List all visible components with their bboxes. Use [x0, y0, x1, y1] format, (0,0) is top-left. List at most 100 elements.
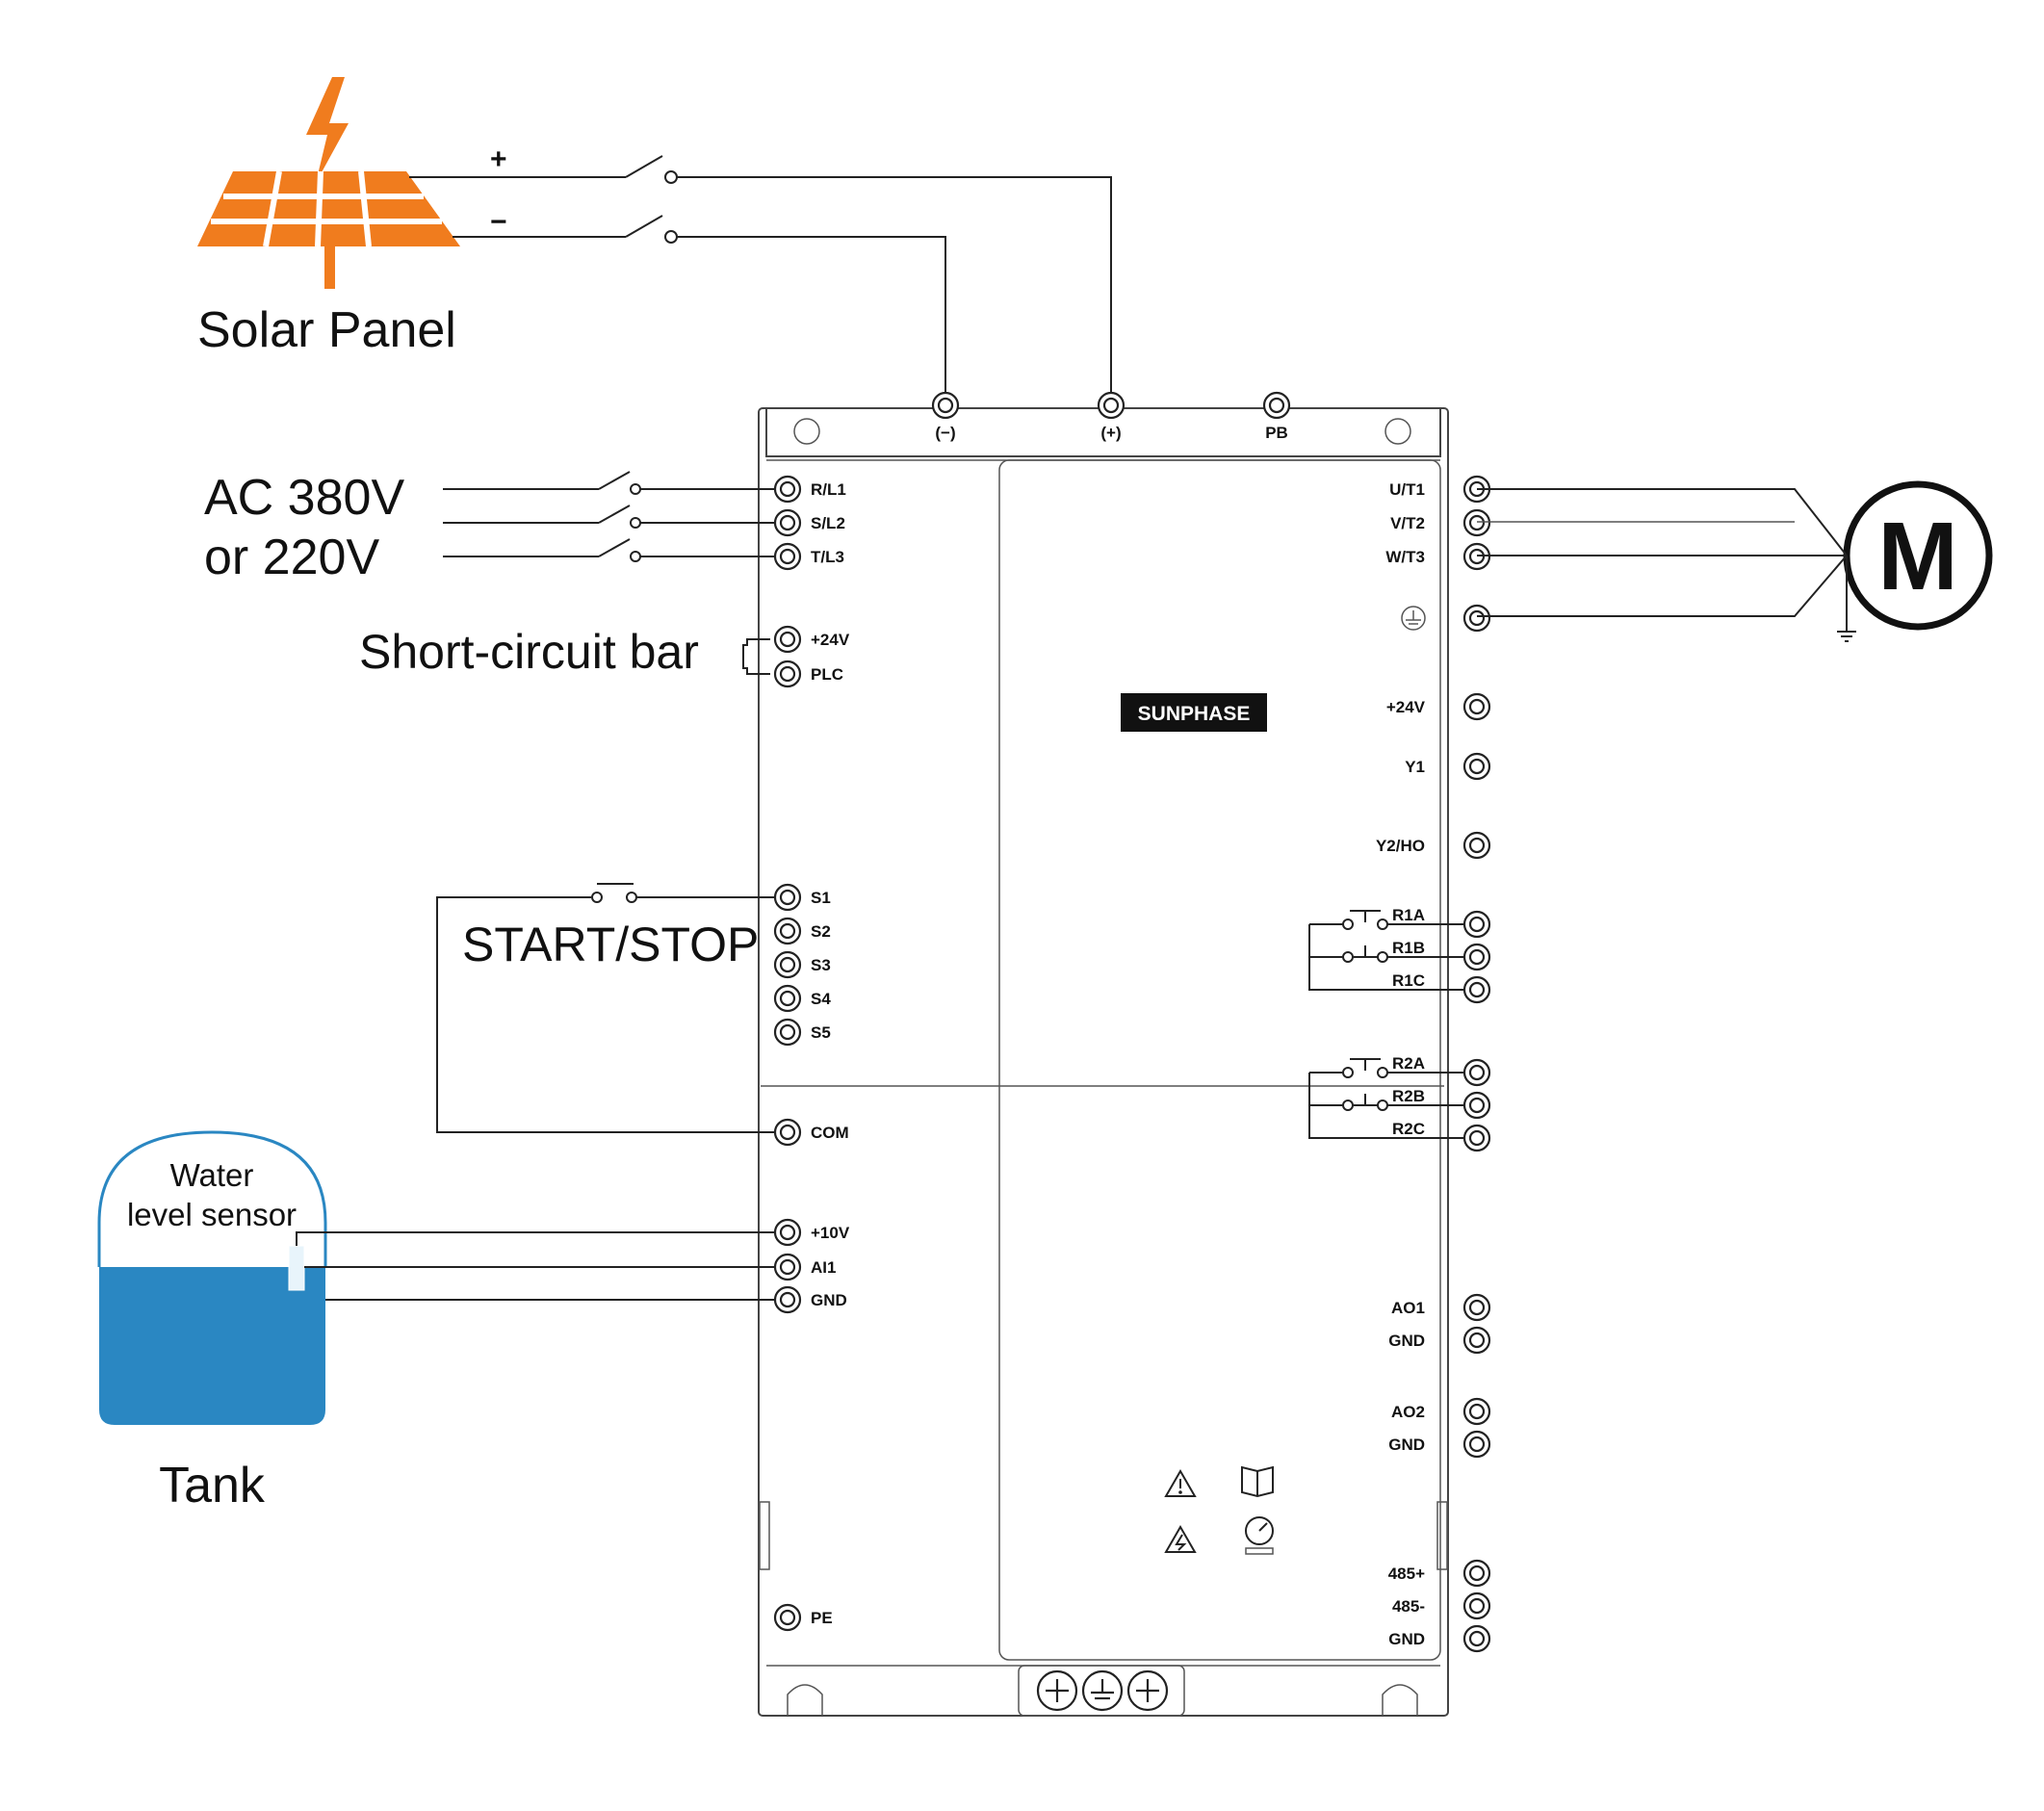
brand-badge: SUNPHASE: [1121, 693, 1267, 732]
ac-input: AC 380V or 220V: [204, 470, 776, 585]
terminal-s4-left: [773, 984, 802, 1013]
terminal-top-1: [1097, 391, 1125, 420]
relay-contacts: [1308, 910, 1464, 1139]
terminal-plc-left: [773, 660, 802, 688]
terminal-ai1-left: [773, 1253, 802, 1281]
terminal-label-rs485-1: 485-: [1392, 1597, 1425, 1616]
terminal-labels: (−)(+)PBR/L1S/L2T/L3+24VPLCS1S2S3S4S5+10…: [811, 424, 1426, 1648]
motor-label: M: [1877, 503, 1957, 610]
terminal-label-analog-1: AI1: [811, 1258, 836, 1277]
solar-panel: Solar Panel + −: [197, 77, 507, 358]
terminal-relay2-0: [1462, 1058, 1491, 1087]
terminal-r-l1-left: [773, 475, 802, 504]
terminal-s5-left: [773, 1018, 802, 1047]
terminal-label-relay2-0: R2A: [1392, 1054, 1425, 1073]
terminal-label-analog_out2-0: AO2: [1391, 1403, 1425, 1421]
terminal-label-top-0: (−): [935, 424, 955, 442]
terminal-outputs-2: [1462, 831, 1491, 860]
terminal-label-inputs-3: S4: [811, 990, 831, 1008]
terminal-relay1-2: [1462, 975, 1491, 1004]
terminal-label-supply-1: PLC: [811, 665, 843, 684]
terminal-relay2-2: [1462, 1124, 1491, 1152]
solar-plus-sign: +: [490, 143, 507, 175]
ac-voltage-line2: or 220V: [204, 530, 379, 585]
terminal-label-relay1-1: R1B: [1392, 939, 1425, 957]
terminal-label-motor-2: W/T3: [1385, 548, 1425, 566]
ac-line-switch-2: [443, 538, 776, 562]
terminal-label-motor-1: V/T2: [1390, 514, 1425, 532]
ground-icon: [1401, 606, 1426, 631]
terminal-t-l3-left: [773, 542, 802, 571]
terminal-24v-left: [773, 625, 802, 654]
terminal-analog_out1-1: [1462, 1326, 1491, 1355]
ac-line-switch-1: [443, 504, 776, 529]
brand-label: SUNPHASE: [1138, 703, 1251, 725]
terminal-label-inputs-2: S3: [811, 956, 831, 974]
terminal-rs485-1: [1462, 1591, 1491, 1620]
terminal-pe: [773, 1603, 802, 1632]
start-stop-wiring: START/STOP: [436, 883, 776, 1133]
discharge-timer-icon: [1245, 1516, 1274, 1555]
terminal-rs485-2: [1462, 1624, 1491, 1653]
terminal-analog_out2-0: [1462, 1397, 1491, 1426]
terminal-label-inputs-4: S5: [811, 1023, 831, 1042]
terminal-label-com: COM: [811, 1124, 849, 1142]
relay-1-contacts: [1308, 910, 1464, 991]
terminal-label-motor-0: U/T1: [1389, 480, 1425, 499]
terminal-label-relay2-1: R2B: [1392, 1087, 1425, 1105]
terminal-analog_out1-0: [1462, 1293, 1491, 1322]
terminal-relay1-0: [1462, 910, 1491, 939]
terminal-label-pe: PE: [811, 1609, 833, 1627]
terminal-relay1-1: [1462, 943, 1491, 971]
terminal-label-supply-0: +24V: [811, 631, 850, 649]
terminal-label-inputs-0: S1: [811, 889, 831, 907]
short-circuit-bar: Short-circuit bar: [359, 625, 770, 679]
start-stop-label: START/STOP: [462, 918, 759, 971]
terminal-label-power-2: T/L3: [811, 548, 844, 566]
terminal-top-0: [931, 391, 960, 420]
terminal-rs485-0: [1462, 1559, 1491, 1588]
terminal-label-inputs-1: S2: [811, 922, 831, 941]
terminal-label-analog_out1-1: GND: [1388, 1332, 1425, 1350]
terminal-label-outputs-0: +24V: [1386, 698, 1426, 716]
dc-input-wiring: [409, 155, 1112, 399]
tank-sensor-line2: level sensor: [127, 1197, 297, 1232]
terminal-s1-left: [773, 883, 802, 912]
water-tank: Water level sensor Tank: [97, 1130, 776, 1513]
terminal-label-top-2: PB: [1265, 424, 1288, 442]
solar-minus-sign: −: [490, 206, 507, 238]
terminal-rings: [773, 391, 1491, 1653]
solar-panel-label: Solar Panel: [197, 302, 456, 358]
terminal-label-analog_out2-1: GND: [1388, 1436, 1425, 1454]
terminal-label-analog_out1-0: AO1: [1391, 1299, 1425, 1317]
terminal-label-relay2-2: R2C: [1392, 1120, 1425, 1138]
terminal-gnd-left: [773, 1285, 802, 1314]
terminal-label-analog-2: GND: [811, 1291, 847, 1309]
short-circuit-bar-label: Short-circuit bar: [359, 625, 699, 679]
terminal-motor-1: [1462, 508, 1491, 537]
terminal-label-outputs-1: Y1: [1405, 758, 1425, 776]
motor: M: [1477, 480, 1993, 642]
screw-terminal-icon: [1036, 1669, 1078, 1712]
terminal-ground-right: [1462, 604, 1491, 633]
terminal-label-relay1-0: R1A: [1392, 906, 1425, 924]
terminal-label-power-0: R/L1: [811, 480, 846, 499]
terminal-analog_out2-1: [1462, 1430, 1491, 1459]
terminal-s3-left: [773, 950, 802, 979]
tank-sensor-line1: Water: [170, 1157, 254, 1193]
terminal-label-outputs-2: Y2/HO: [1376, 837, 1425, 855]
manual-icon: [1241, 1465, 1274, 1498]
terminal-top-2: [1262, 391, 1291, 420]
warning-icon: [1164, 1468, 1197, 1497]
terminal-outputs-0: [1462, 692, 1491, 721]
tank-label: Tank: [159, 1458, 266, 1513]
terminal-label-relay1-2: R1C: [1392, 971, 1425, 990]
ac-voltage-line1: AC 380V: [204, 470, 404, 526]
lightning-icon: [306, 77, 349, 183]
terminal-com: [773, 1118, 802, 1147]
terminal-s-l2-left: [773, 508, 802, 537]
terminal-label-rs485-0: 485+: [1388, 1565, 1425, 1583]
terminal-label-power-1: S/L2: [811, 514, 845, 532]
terminal-label-rs485-2: GND: [1388, 1630, 1425, 1648]
